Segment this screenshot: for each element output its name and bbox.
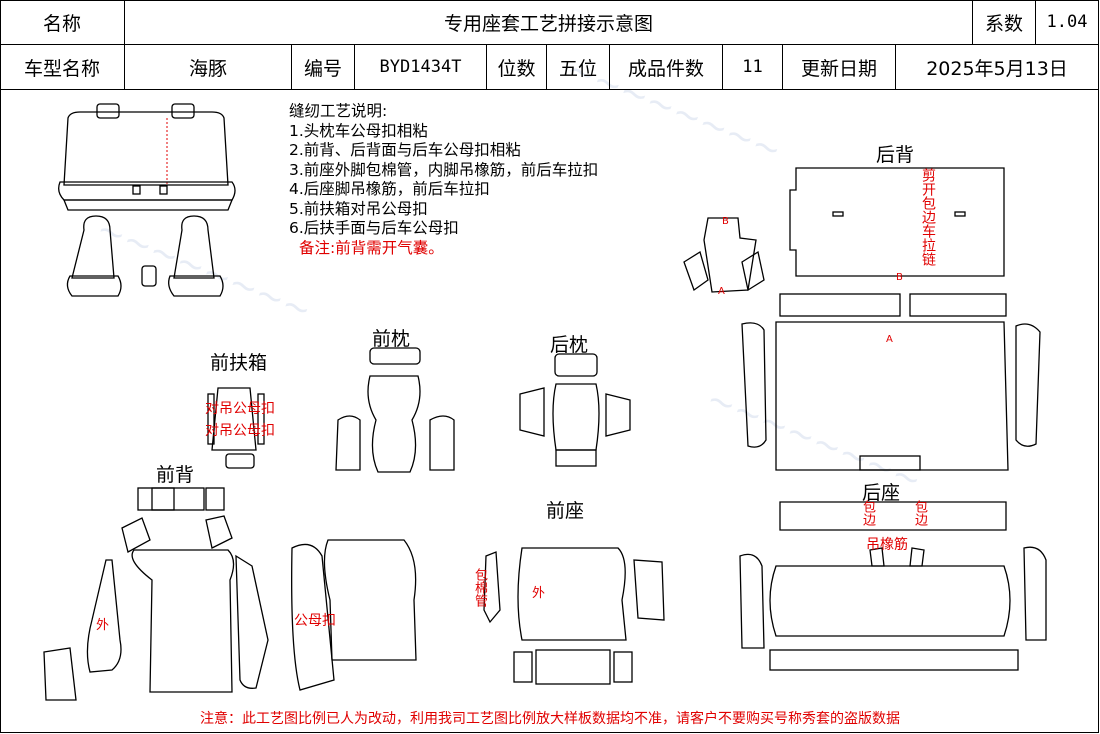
annotation-outer-front-seat: 外 (532, 586, 546, 601)
label-rear-seat: 后座 (862, 482, 901, 504)
note-item: 3.前座外脚包棉管，内脚吊橡筋，前后车拉扣 (289, 160, 599, 179)
annotation-cotton-tube: 包棉管 (472, 568, 487, 607)
coef-label: 系数 (973, 0, 1036, 45)
mark-b-headrest: B (722, 216, 729, 227)
pieces-value: 11 (723, 45, 783, 90)
annotation-box-line2: 对吊公母扣 (205, 423, 275, 439)
date-label: 更新日期 (783, 45, 896, 90)
front-back-panels (43, 487, 417, 701)
note-item: 6.后扶手面与后车公母扣 (289, 219, 459, 237)
headrest-and-box-panels (207, 347, 631, 473)
annotation-edge-right: 包边 (912, 500, 927, 526)
front-seat-panels (483, 547, 665, 685)
header-table: 名称 专用座套工艺拼接示意图 系数 1.04 车型名称 海豚 编号 BYD143… (0, 0, 1100, 90)
annotation-outer: 外 (96, 618, 110, 633)
mark-b-rear-back: B (896, 272, 903, 283)
note-item: 1.头枕车公母扣相粘 (289, 121, 428, 140)
annotation-edge-left: 包边 (860, 500, 875, 526)
diagram-title: 专用座套工艺拼接示意图 (125, 0, 973, 45)
sewing-notes: 缝纫工艺说明: 1.头枕车公母扣相粘 2.前背、后背面与后车公母扣相粘 3.前座… (289, 102, 598, 258)
rear-back-panels (683, 167, 1041, 471)
seats-value: 五位 (547, 45, 610, 90)
note-item: 4.后座脚吊橡筋，前后车拉扣 (289, 180, 490, 198)
name-label: 名称 (0, 0, 125, 45)
mark-a-rear-back: A (886, 334, 893, 345)
code-label: 编号 (292, 45, 355, 90)
model-value: 海豚 (125, 45, 292, 90)
mark-a-headrest: A (718, 286, 725, 297)
label-front-seat: 前座 (546, 500, 585, 522)
label-front-box: 前扶箱 (210, 352, 268, 374)
annotation-snap: 公母扣 (294, 613, 336, 629)
note-item: 5.前扶箱对吊公母扣 (289, 199, 428, 218)
code-value: BYD1434T (355, 45, 487, 90)
model-label: 车型名称 (0, 45, 125, 90)
annotation-rear-back-zipper: 剪开包边车拉链 (920, 168, 936, 266)
notes-title: 缝纫工艺说明: (289, 102, 388, 120)
pieces-label: 成品件数 (610, 45, 723, 90)
label-front-headrest: 前枕 (372, 328, 411, 350)
label-rear-back: 后背 (876, 144, 915, 166)
seats-label: 位数 (487, 45, 547, 90)
seat-overview (58, 103, 236, 297)
annotation-box-line1: 对吊公母扣 (205, 401, 275, 417)
label-front-back: 前背 (156, 464, 195, 486)
label-rear-headrest: 后枕 (550, 334, 589, 356)
annotation-elastic: 吊橡筋 (866, 537, 908, 553)
footer-notice: 注意：此工艺图比例已人为改动，利用我司工艺图比例放大样板数据均不准，请客户不要购… (200, 711, 900, 727)
note-item: 2.前背、后背面与后车公母扣相粘 (289, 141, 521, 159)
notes-remark: 备注:前背需开气囊。 (299, 238, 444, 257)
rear-seat-panels (739, 501, 1047, 671)
